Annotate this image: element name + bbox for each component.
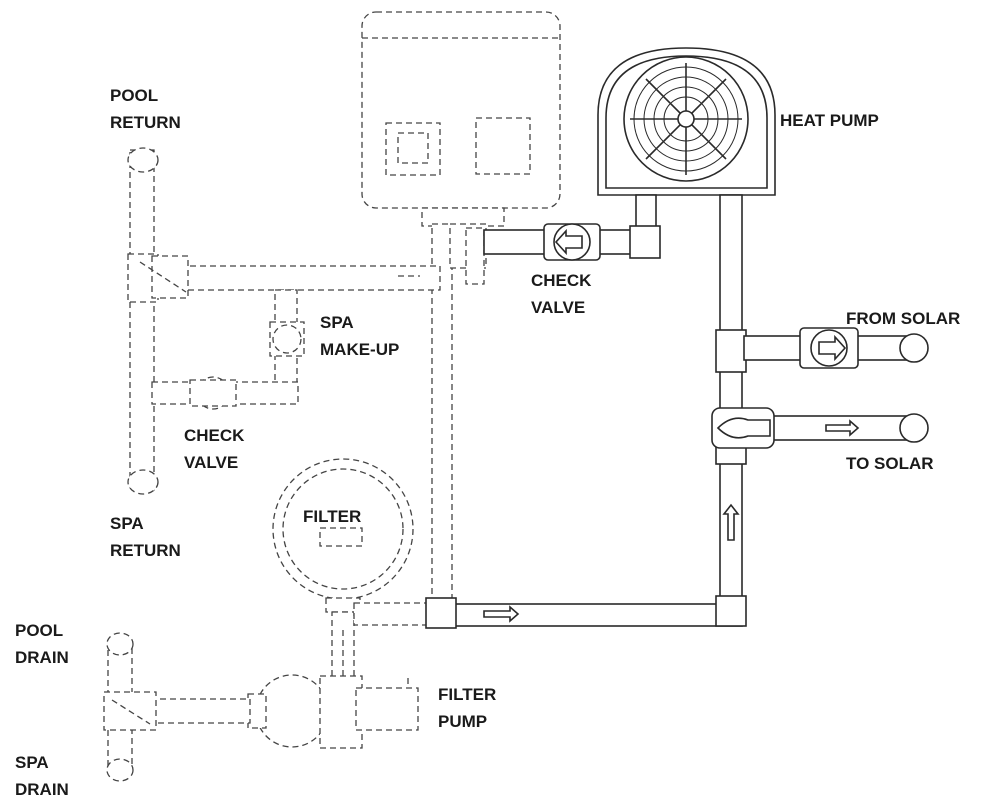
- from-solar-label: FROM SOLAR: [846, 309, 960, 328]
- filter-pump: [255, 674, 329, 748]
- controller-box: [361, 11, 561, 209]
- flow-arrow-icon: [825, 419, 860, 437]
- fan-icon: [630, 63, 742, 175]
- pool-return-label: POOL RETURN: [110, 86, 181, 132]
- check-valve-heat-pump: [553, 223, 591, 261]
- check-valve-left-label: CHECK VALVE: [184, 426, 249, 472]
- filter-label: FILTER: [303, 507, 361, 526]
- check-valve-from-solar: [810, 329, 848, 367]
- heat-pump-plumbing: [425, 47, 929, 629]
- existing-plumbing-dashed: [103, 11, 561, 782]
- to-solar-label: TO SOLAR: [846, 454, 934, 473]
- pool-drain-label: POOL DRAIN: [15, 621, 69, 667]
- spa-return-label: SPA RETURN: [110, 514, 181, 560]
- filter-pump-label: FILTER PUMP: [438, 685, 501, 731]
- spa-drain-label: SPA DRAIN: [15, 753, 69, 799]
- heat-pump-label: HEAT PUMP: [780, 111, 879, 130]
- check-valve-center-label: CHECK VALVE: [531, 271, 596, 317]
- flow-arrow-icon: [483, 605, 520, 623]
- flow-arrow-icon: [722, 503, 740, 541]
- spa-make-up-label: SPA MAKE-UP: [320, 313, 399, 359]
- labels: POOL RETURN SPA RETURN CHECK VALVE SPA M…: [15, 86, 960, 799]
- diverter-valve: [711, 407, 775, 449]
